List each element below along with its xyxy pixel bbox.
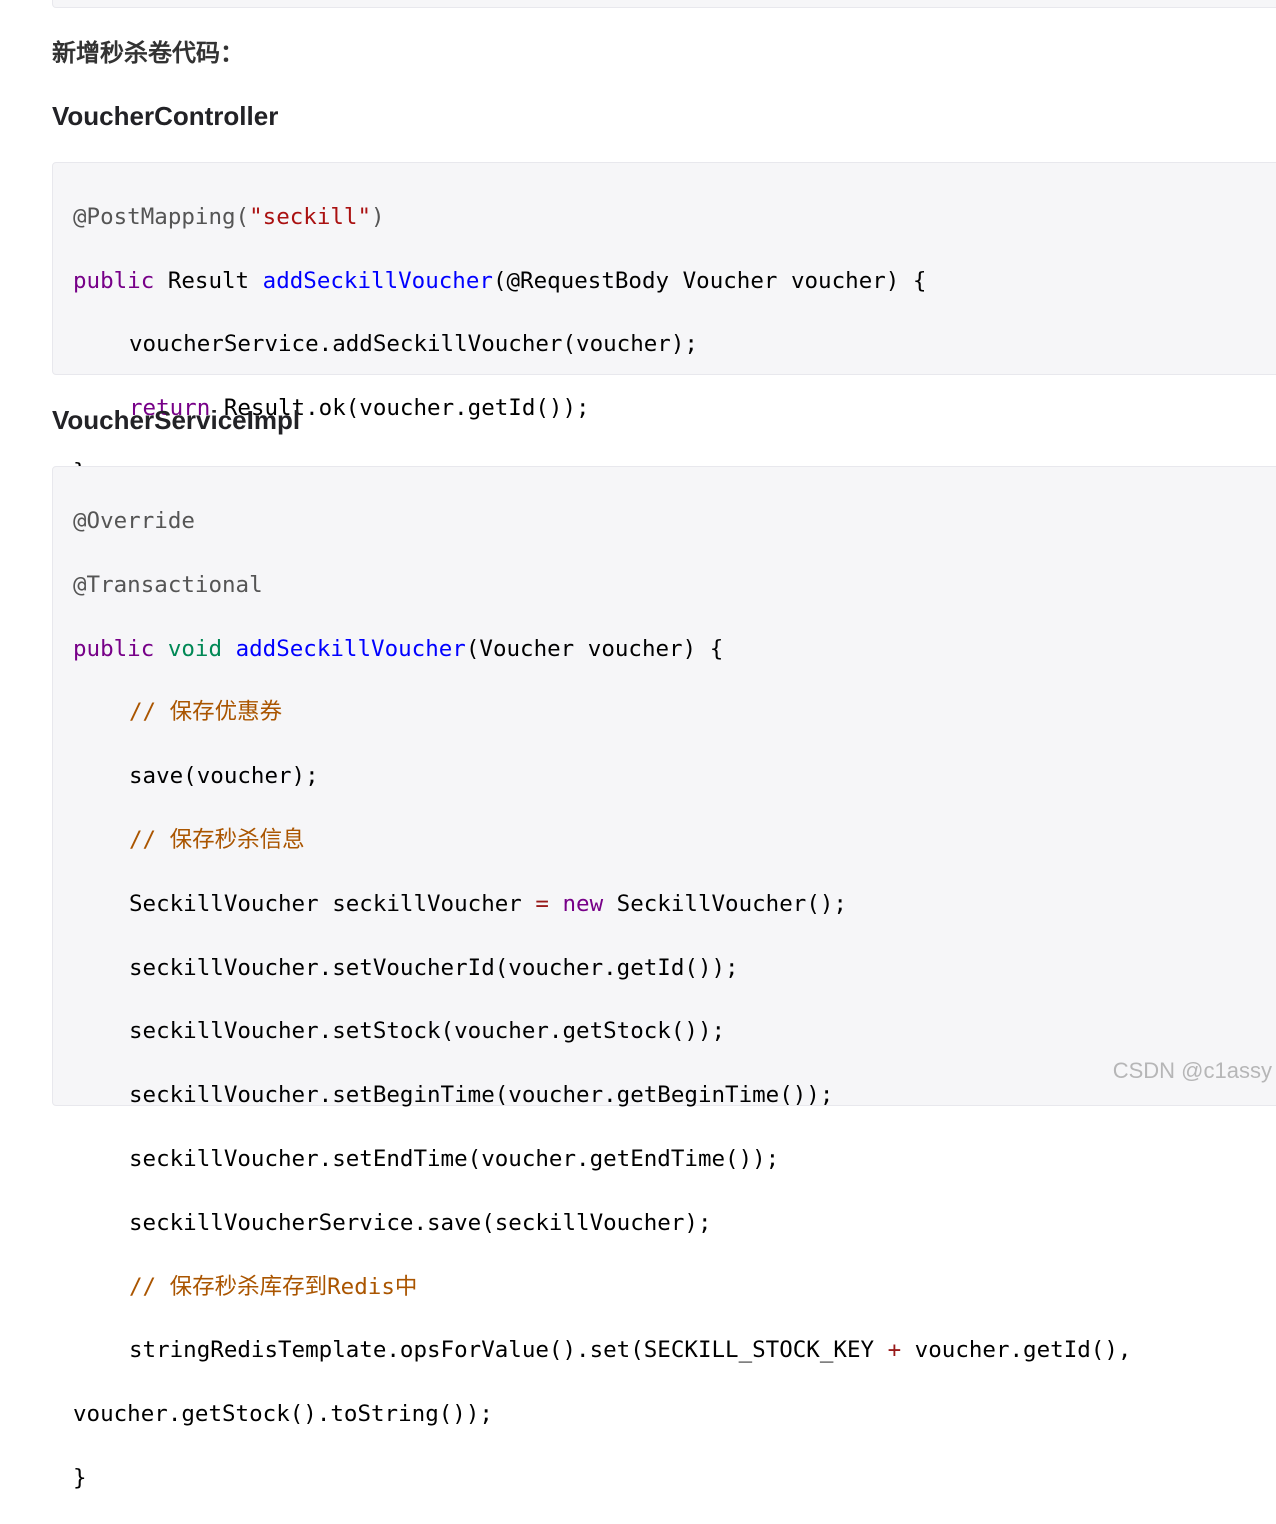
code-line: stringRedisTemplate.opsForValue().set(SE… <box>129 1337 1132 1364</box>
code-line: @PostMapping("seckill") <box>73 204 385 230</box>
code-line: seckillVoucher.setBeginTime(voucher.getB… <box>129 1082 834 1109</box>
section-title: 新增秒杀卷代码： <box>52 39 244 67</box>
previous-code-block <box>52 0 1276 8</box>
controller-code-block[interactable]: @PostMapping("seckill") public Result ad… <box>52 162 1276 485</box>
csdn-watermark: CSDN @c1assy <box>1112 1058 1272 1083</box>
code-line: seckillVoucherService.save(seckillVouche… <box>129 1209 712 1236</box>
code-comment: // 保存秒杀信息 <box>129 826 305 853</box>
service-impl-code-block[interactable]: @Override @Transactional public void add… <box>52 466 1276 1491</box>
code-line: voucherService.addSeckillVoucher(voucher… <box>129 331 698 358</box>
code-line: seckillVoucher.setStock(voucher.getStock… <box>129 1018 726 1045</box>
code-comment: // 保存秒杀库存到Redis中 <box>129 1273 418 1300</box>
code-comment: // 保存优惠券 <box>129 699 283 726</box>
code-line: seckillVoucher.setEndTime(voucher.getEnd… <box>129 1145 780 1172</box>
code-line: seckillVoucher.setVoucherId(voucher.getI… <box>129 954 739 981</box>
code-line: public void addSeckillVoucher(Voucher vo… <box>73 635 724 662</box>
code-line: @Override <box>73 508 195 534</box>
code-line: } <box>73 1464 87 1491</box>
code-line: public Result addSeckillVoucher(@Request… <box>73 267 927 294</box>
code-line: save(voucher); <box>129 763 319 790</box>
code-line: @Transactional <box>73 571 263 598</box>
code-line: return Result.ok(voucher.getId()); <box>129 395 590 422</box>
controller-heading: VoucherController <box>52 101 279 131</box>
code-line: SeckillVoucher seckillVoucher = new Seck… <box>129 890 847 917</box>
code-line: voucher.getStock().toString()); <box>73 1401 493 1428</box>
service-impl-heading: VoucherServiceImpl <box>52 405 301 435</box>
